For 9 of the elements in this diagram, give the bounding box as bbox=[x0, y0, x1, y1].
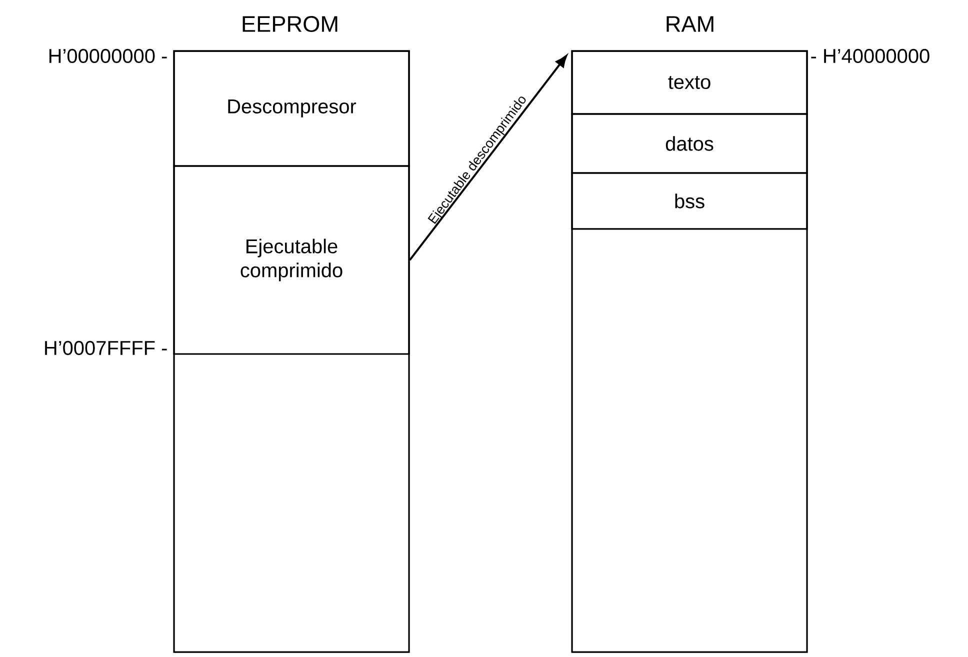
memory-region: datos bbox=[571, 113, 808, 174]
memory-region: Descompresor bbox=[173, 50, 410, 167]
memory-region: bss bbox=[571, 172, 808, 230]
node-label: RAM bbox=[666, 16, 714, 32]
address-label: - H’40000000 bbox=[811, 48, 930, 64]
memory-region: texto bbox=[571, 50, 808, 115]
arrow bbox=[409, 55, 568, 261]
node-label: EEPROM bbox=[242, 16, 338, 32]
memory-region: Ejecutable comprimido bbox=[173, 165, 410, 355]
